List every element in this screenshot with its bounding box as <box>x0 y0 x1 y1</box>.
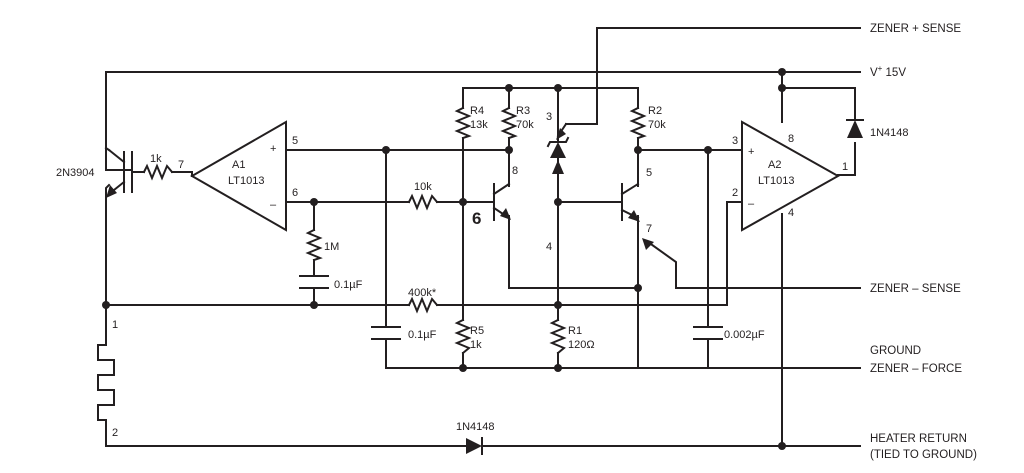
resistor-1m <box>305 228 323 262</box>
label-0002uf: 0.002µF <box>724 329 765 341</box>
capacitor-0002uf <box>693 326 723 340</box>
resistor-400k <box>407 296 439 314</box>
a1-plus-sign: + <box>270 143 276 155</box>
pin-a1-6: 6 <box>292 187 298 199</box>
pin-a2-4: 4 <box>788 207 794 219</box>
a2-minus-sign: – <box>748 198 755 210</box>
label-r4-value: 13k <box>470 119 488 131</box>
signal-zener-force: ZENER – FORCE <box>870 363 962 375</box>
zener-column-arrow <box>552 160 564 174</box>
label-1m: 1M <box>324 241 339 253</box>
opamp-a2 <box>741 120 841 232</box>
transistor-2n3904 <box>104 71 126 198</box>
diode-1n4148-bottom <box>466 437 483 455</box>
resistor-r5 <box>454 318 472 355</box>
resistor-r1 <box>549 318 567 355</box>
label-r2: R2 <box>648 105 662 117</box>
pin-a2-1: 1 <box>842 161 848 173</box>
heater-element <box>97 344 115 421</box>
pin-a2-2: 2 <box>732 187 738 199</box>
a2-plus-sign: + <box>748 146 754 158</box>
label-d-bottom: 1N4148 <box>456 421 495 433</box>
label-r2-value: 70k <box>648 119 666 131</box>
pin-a1-out: 7 <box>178 159 184 171</box>
label-r4: R4 <box>470 105 484 117</box>
label-01uf-mid: 0.1µF <box>408 329 437 341</box>
diode-1n4148-top <box>846 119 864 138</box>
opamp-a1 <box>189 120 287 232</box>
label-a1: A1 <box>232 159 245 171</box>
resistor-r4 <box>454 106 472 140</box>
capacitor-01uf-mid <box>371 326 401 340</box>
signal-heater-return-note: (TIED TO GROUND) <box>870 449 977 461</box>
label-d-top: 1N4148 <box>870 127 909 139</box>
label-r5-value: 1k <box>470 339 482 351</box>
pin-ref-4: 4 <box>546 241 552 253</box>
pin-ref-8: 8 <box>512 165 518 177</box>
label-r5: R5 <box>470 325 484 337</box>
label-a2-part: LT1013 <box>758 175 795 187</box>
capacitor-01uf-left <box>299 275 329 289</box>
pin-ref-3: 3 <box>546 111 552 123</box>
label-01uf-left: 0.1µF <box>334 279 363 291</box>
label-400k: 400k* <box>408 287 437 299</box>
signal-heater-return: HEATER RETURN <box>870 433 967 445</box>
pin-a2-8: 8 <box>788 133 794 145</box>
transistor-q3 <box>620 182 654 250</box>
label-r3: R3 <box>516 105 530 117</box>
pin-ref-5: 5 <box>646 167 652 179</box>
resistor-1k <box>142 163 174 181</box>
label-a2: A2 <box>768 159 781 171</box>
pin-heater-2: 2 <box>112 427 118 439</box>
label-r3-value: 70k <box>516 119 534 131</box>
label-1k: 1k <box>150 153 162 165</box>
junction-dots <box>102 68 786 450</box>
signal-vplus: V+ 15V <box>870 64 906 79</box>
resistor-r2 <box>629 106 647 140</box>
zener-reference <box>546 122 570 158</box>
pin-heater-1: 1 <box>112 319 118 331</box>
labels: 2N3904 1k 7 A1 LT1013 + – 5 6 10k 1M 0.1… <box>56 23 977 461</box>
signal-zener-plus-sense: ZENER + SENSE <box>870 23 961 35</box>
signal-ground: GROUND <box>870 345 921 357</box>
pin-ref-7: 7 <box>646 223 652 235</box>
label-a1-part: LT1013 <box>228 175 265 187</box>
wires <box>105 27 861 447</box>
a1-minus-sign: – <box>270 199 277 211</box>
resistor-10k <box>407 193 439 211</box>
label-2n3904: 2N3904 <box>56 167 95 179</box>
pin-a1-5: 5 <box>292 135 298 147</box>
label-r1: R1 <box>568 325 582 337</box>
resistor-r3 <box>500 106 518 140</box>
pin-a2-3: 3 <box>732 135 738 147</box>
signal-zener-minus-sense: ZENER – SENSE <box>870 283 961 295</box>
transistor-q2 <box>492 182 511 221</box>
label-r1-value: 120Ω <box>568 339 595 351</box>
pin-ref-6: 6 <box>472 209 481 228</box>
label-10k: 10k <box>414 181 432 193</box>
